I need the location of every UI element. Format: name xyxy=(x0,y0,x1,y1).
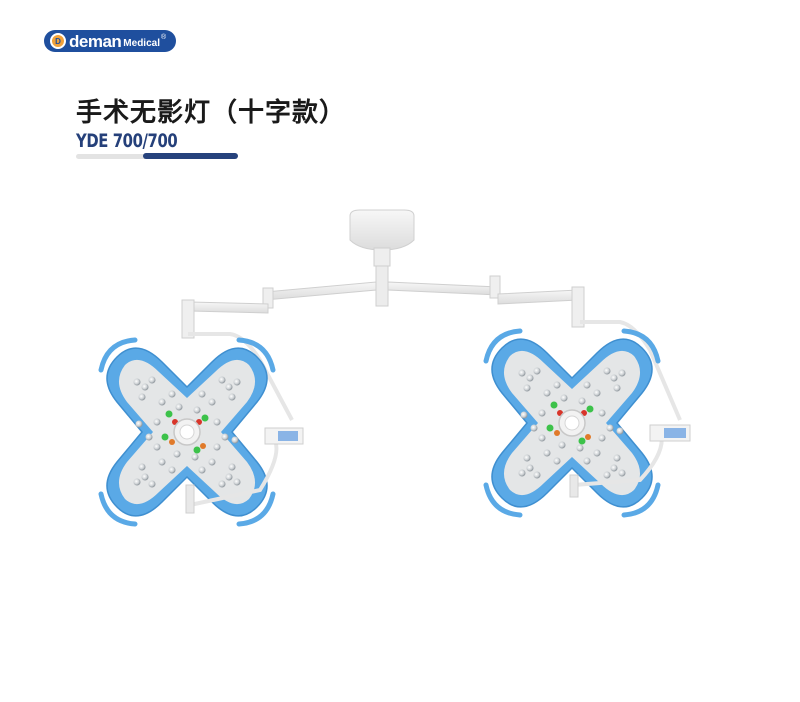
product-model: YDE 700/700 xyxy=(76,130,178,152)
divider-gray xyxy=(76,154,156,159)
brand-logo: D deman Medical ® xyxy=(44,30,176,52)
logo-word: deman xyxy=(69,31,122,51)
registered-mark: ® xyxy=(160,33,167,41)
logo-sub: Medical xyxy=(123,37,160,49)
product-title: 手术无影灯（十字款） xyxy=(76,98,347,128)
divider-accent xyxy=(143,153,238,159)
logo-mark-icon: D xyxy=(50,33,66,49)
